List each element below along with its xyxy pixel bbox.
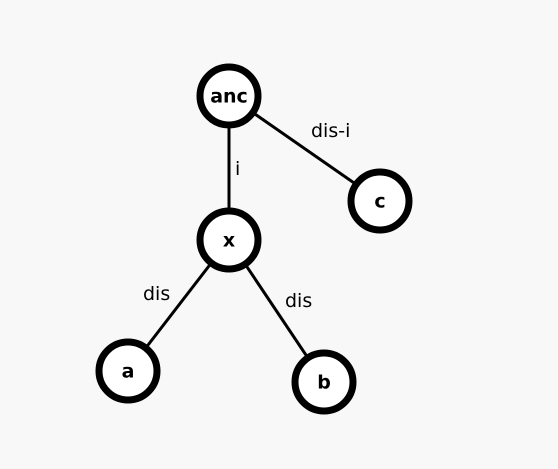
node-x: x: [196, 207, 262, 273]
edge-label-anc-x: i: [235, 158, 240, 180]
node-label-anc: anc: [210, 86, 248, 108]
node-label-b: b: [317, 372, 331, 394]
node-b: b: [291, 349, 357, 415]
node-c: c: [347, 168, 413, 234]
edge-label-anc-c: dis-i: [311, 120, 350, 142]
node-label-c: c: [374, 191, 385, 213]
edge-label-x-b: dis: [285, 290, 312, 312]
node-a: a: [95, 338, 161, 404]
node-label-x: x: [223, 230, 235, 252]
node-anc: anc: [196, 63, 262, 129]
node-label-a: a: [122, 361, 135, 383]
edge-label-x-a: dis: [143, 283, 170, 305]
